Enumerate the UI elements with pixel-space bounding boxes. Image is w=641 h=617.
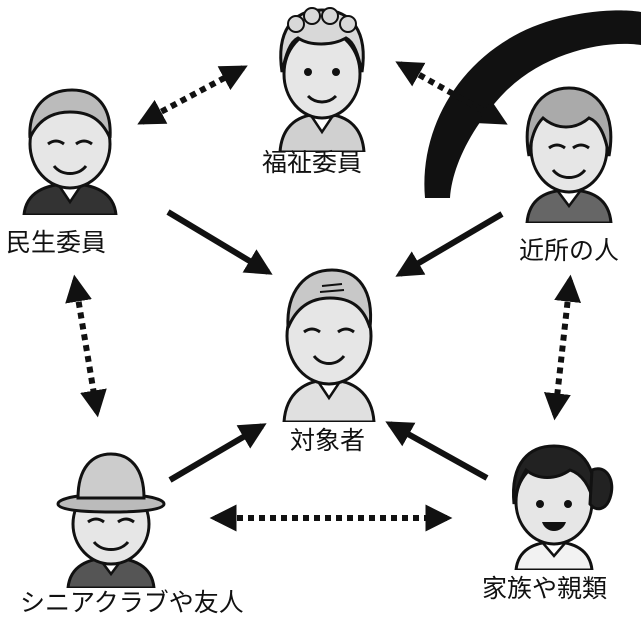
arrow-family-to-center [385,421,489,481]
elderly-person-icon [282,268,376,422]
link-welfare-neighbor [395,61,508,125]
arrow-neighbor-to-center [395,211,504,277]
elderly-man-hat-icon [56,452,166,588]
label-family: 家族や親類 [482,574,608,603]
link-commissioner-senior [65,274,107,418]
link-commissioner-welfare [137,65,248,125]
elderly-woman-curly-hair-icon [278,7,366,152]
link-neighbor-family [543,274,582,421]
label-neighbor: 近所の人 [519,236,620,265]
elderly-man-icon [22,88,118,215]
arrow-commissioner-to-center [166,209,273,275]
label-welfare: 福祉委員 [262,148,363,177]
middle-aged-woman-icon [525,86,613,223]
arrow-senior-to-center [168,423,267,483]
young-girl-pigtails-icon [512,444,614,570]
label-commissioner: 民生委員 [6,228,107,257]
label-senior: シニアクラブや友人 [20,588,244,617]
label-center: 対象者 [290,426,366,455]
